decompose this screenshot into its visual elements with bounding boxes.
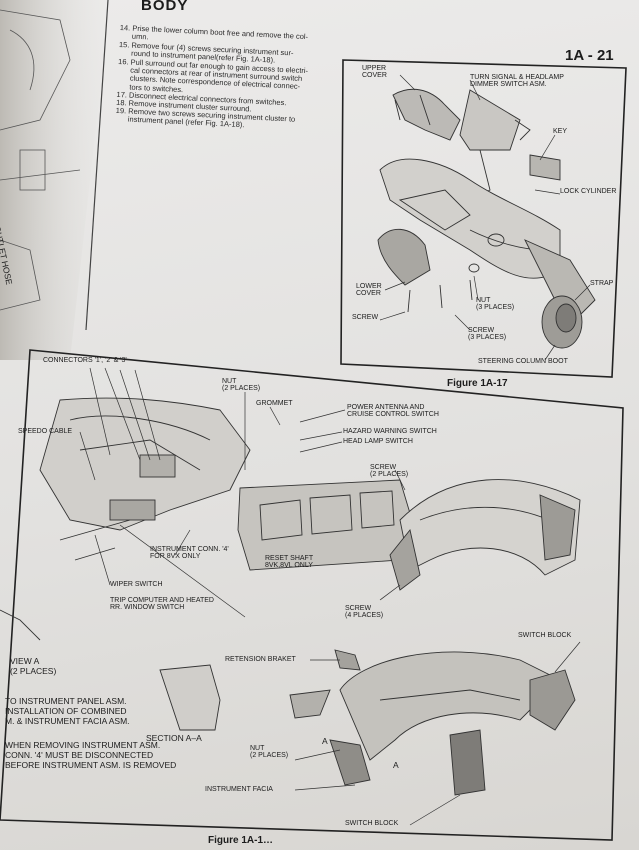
label-reset-shaft: RESET SHAFT 8VK,8VL ONLY	[265, 555, 314, 569]
label-a-left: A	[322, 736, 328, 746]
label-nut-places-lower: NUT (2 PLACES)	[250, 745, 289, 759]
label-lock-cylinder: LOCK CYLINDER	[560, 188, 617, 195]
label-hazard-warning-switch: HAZARD WARNING SWITCH	[343, 428, 437, 435]
figure-18-frame	[0, 349, 624, 841]
label-nut-3-places: NUT (3 PLACES)	[476, 297, 515, 311]
label-turn-signal-switch: TURN SIGNAL & HEADLAMP DIMMER SWITCH ASM…	[470, 74, 564, 88]
label-retension-bracket: RETENSION BRAKET	[225, 656, 296, 663]
label-trip-computer-switch: TRIP COMPUTER AND HEATED RR. WINDOW SWIT…	[110, 597, 214, 611]
label-switch-block-upper: SWITCH BLOCK	[518, 632, 572, 639]
label-upper-cover: UPPER COVER	[362, 65, 387, 79]
label-instrument-facia: INSTRUMENT FACIA	[205, 786, 273, 793]
label-screw-4-places: SCREW (4 PLACES)	[345, 605, 384, 619]
label-view-a: VIEW A (2 PLACES)	[10, 656, 57, 676]
label-a-right: A	[393, 760, 399, 770]
label-head-lamp-switch: HEAD LAMP SWITCH	[343, 438, 413, 445]
label-steering-column-boot: STEERING COLUMN BOOT	[478, 358, 568, 365]
figure-17-frame	[340, 59, 627, 378]
label-lower-cover: LOWER COVER	[356, 283, 382, 297]
label-power-antenna-switch: POWER ANTENNA AND CRUISE CONTROL SWITCH	[347, 404, 439, 418]
label-screw-3-places: SCREW (3 PLACES)	[468, 327, 507, 341]
label-connectors: CONNECTORS '1', '2' & '3'	[43, 357, 127, 364]
label-switch-block-lower: SWITCH BLOCK	[345, 820, 399, 827]
label-to-instrument-panel: TO INSTRUMENT PANEL ASM. INSTALLATION OF…	[5, 696, 130, 726]
label-wiper-switch: WIPER SWITCH	[110, 581, 163, 588]
page-number: 1A - 21	[565, 47, 614, 64]
label-key: KEY	[553, 128, 568, 135]
label-grommet: GROMMET	[256, 400, 293, 407]
label-nut-2-places: NUT (2 PLACES)	[222, 378, 261, 392]
left-page-sketch	[0, 9, 81, 311]
label-screw: SCREW	[352, 314, 379, 321]
figure-17-caption: Figure 1A-17	[447, 378, 508, 389]
label-strap: STRAP	[590, 280, 614, 287]
label-instrument-conn: INSTRUMENT CONN. '4' FOR 8VX ONLY	[150, 546, 229, 560]
label-speedo-cable: SPEEDO CABLE	[18, 428, 73, 435]
figure-18-caption: Figure 1A-1…	[208, 835, 274, 846]
section-header: BODY	[141, 0, 189, 14]
label-when-removing-note: WHEN REMOVING INSTRUMENT ASM. CONN. '4' …	[5, 740, 177, 770]
label-screw-2-places: SCREW (2 PLACES)	[370, 464, 409, 478]
steering-column-drawing	[377, 88, 596, 349]
label-section-a-a: SECTION A–A	[146, 733, 202, 743]
instrument-assembly-drawing	[0, 397, 581, 796]
